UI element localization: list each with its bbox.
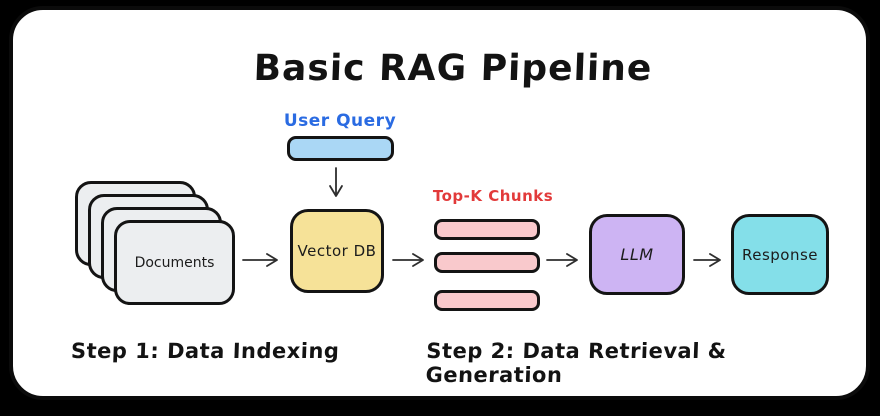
arrow-llm-to-response-icon [693,252,727,268]
documents-label: Documents [134,254,215,271]
step2-label: Step 2: Data Retrieval & Generation [425,339,727,387]
vector-db-node: Vector DB [290,209,384,293]
llm-node: LLM [589,214,685,295]
document-card-front: Documents [114,220,235,305]
vector-db-label: Vector DB [297,242,377,260]
response-label: Response [741,245,819,264]
chunk-bar [434,219,540,240]
user-query-label: User Query [283,111,397,131]
user-query-box [287,136,394,161]
arrow-down-icon [328,167,344,203]
arrow-documents-to-vectordb-icon [242,252,284,268]
diagram-card: Basic RAG Pipeline User Query Documents … [9,6,870,400]
chunk-bar [434,290,540,311]
chunk-bar [434,252,540,273]
step1-label: Step 1: Data Indexing [70,339,340,363]
arrow-chunks-to-llm-icon [546,252,584,268]
topk-chunks-label: Top-K Chunks [432,187,554,205]
arrow-vectordb-to-chunks-icon [392,252,430,268]
response-node: Response [731,214,829,295]
diagram-title: Basic RAG Pipeline [252,48,654,89]
llm-label: LLM [620,245,654,264]
